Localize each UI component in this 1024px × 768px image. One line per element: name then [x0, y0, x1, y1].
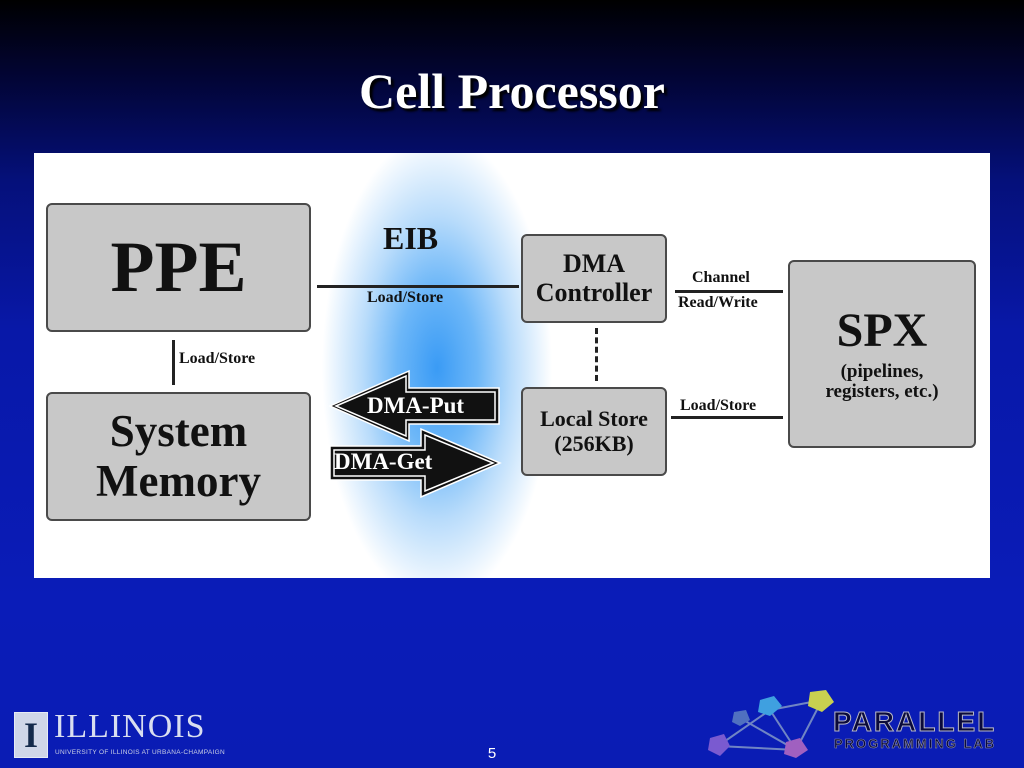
diagram-panel: PPE System Memory Load/Store EIB Load/St…	[34, 153, 990, 578]
spx-title: SPX	[836, 303, 928, 357]
spx-detail-line1: (pipelines,	[840, 360, 924, 382]
ppl-title: PARALLEL	[832, 706, 997, 738]
ppe-label: PPE	[110, 226, 247, 307]
page-number: 5	[487, 745, 497, 762]
local-store-box: Local Store (256KB)	[521, 387, 667, 476]
channel-label: Channel	[692, 269, 750, 286]
dma-get-arrow	[329, 427, 502, 499]
ppl-mesh-icon	[708, 690, 834, 758]
parallel-programming-lab-logo: PARALLEL PROGRAMMING LAB	[700, 688, 1010, 760]
ppe-memory-connector	[172, 340, 175, 385]
eib-load-store-label: Load/Store	[367, 289, 444, 306]
illinois-logo: I ILLINOIS UNIVERSITY OF ILLINOIS AT URB…	[14, 708, 240, 760]
read-write-label: Read/Write	[678, 294, 758, 311]
dma-controller-box: DMA Controller	[521, 234, 667, 323]
eib-label: EIB	[383, 220, 439, 256]
dma-put-arrow	[328, 369, 500, 443]
dma-controller-line1: DMA	[562, 248, 626, 278]
channel-connector	[675, 290, 783, 293]
slide-title: Cell Processor	[359, 63, 665, 119]
system-memory-line2: Memory	[96, 455, 261, 506]
ppe-box: PPE	[46, 203, 311, 332]
system-memory-box: System Memory	[46, 392, 311, 521]
eib-glow	[322, 153, 552, 578]
system-memory-line1: System	[109, 406, 248, 456]
local-store-spx-connector	[671, 416, 783, 419]
spx-box: SPX (pipelines, registers, etc.)	[788, 260, 976, 448]
eib-bus-line	[317, 285, 519, 288]
illinois-block-i-icon: I	[14, 712, 48, 758]
local-store-line2: (256KB)	[554, 430, 634, 456]
ppe-memory-load-store-label: Load/Store	[179, 350, 256, 367]
ppl-subtitle: PROGRAMMING LAB	[834, 736, 997, 752]
illinois-subtitle: UNIVERSITY OF ILLINOIS AT URBANA-CHAMPAI…	[55, 749, 225, 756]
dma-put-label: DMA-Put	[367, 393, 465, 418]
dma-local-store-dashed-connector	[595, 328, 598, 381]
dma-controller-line2: Controller	[535, 277, 653, 307]
dma-get-label: DMA-Get	[334, 449, 433, 474]
spx-detail-line2: registers, etc.)	[825, 381, 939, 403]
spx-load-store-label: Load/Store	[680, 397, 757, 414]
local-store-line1: Local Store	[540, 406, 648, 432]
illinois-wordmark: ILLINOIS	[54, 708, 206, 745]
